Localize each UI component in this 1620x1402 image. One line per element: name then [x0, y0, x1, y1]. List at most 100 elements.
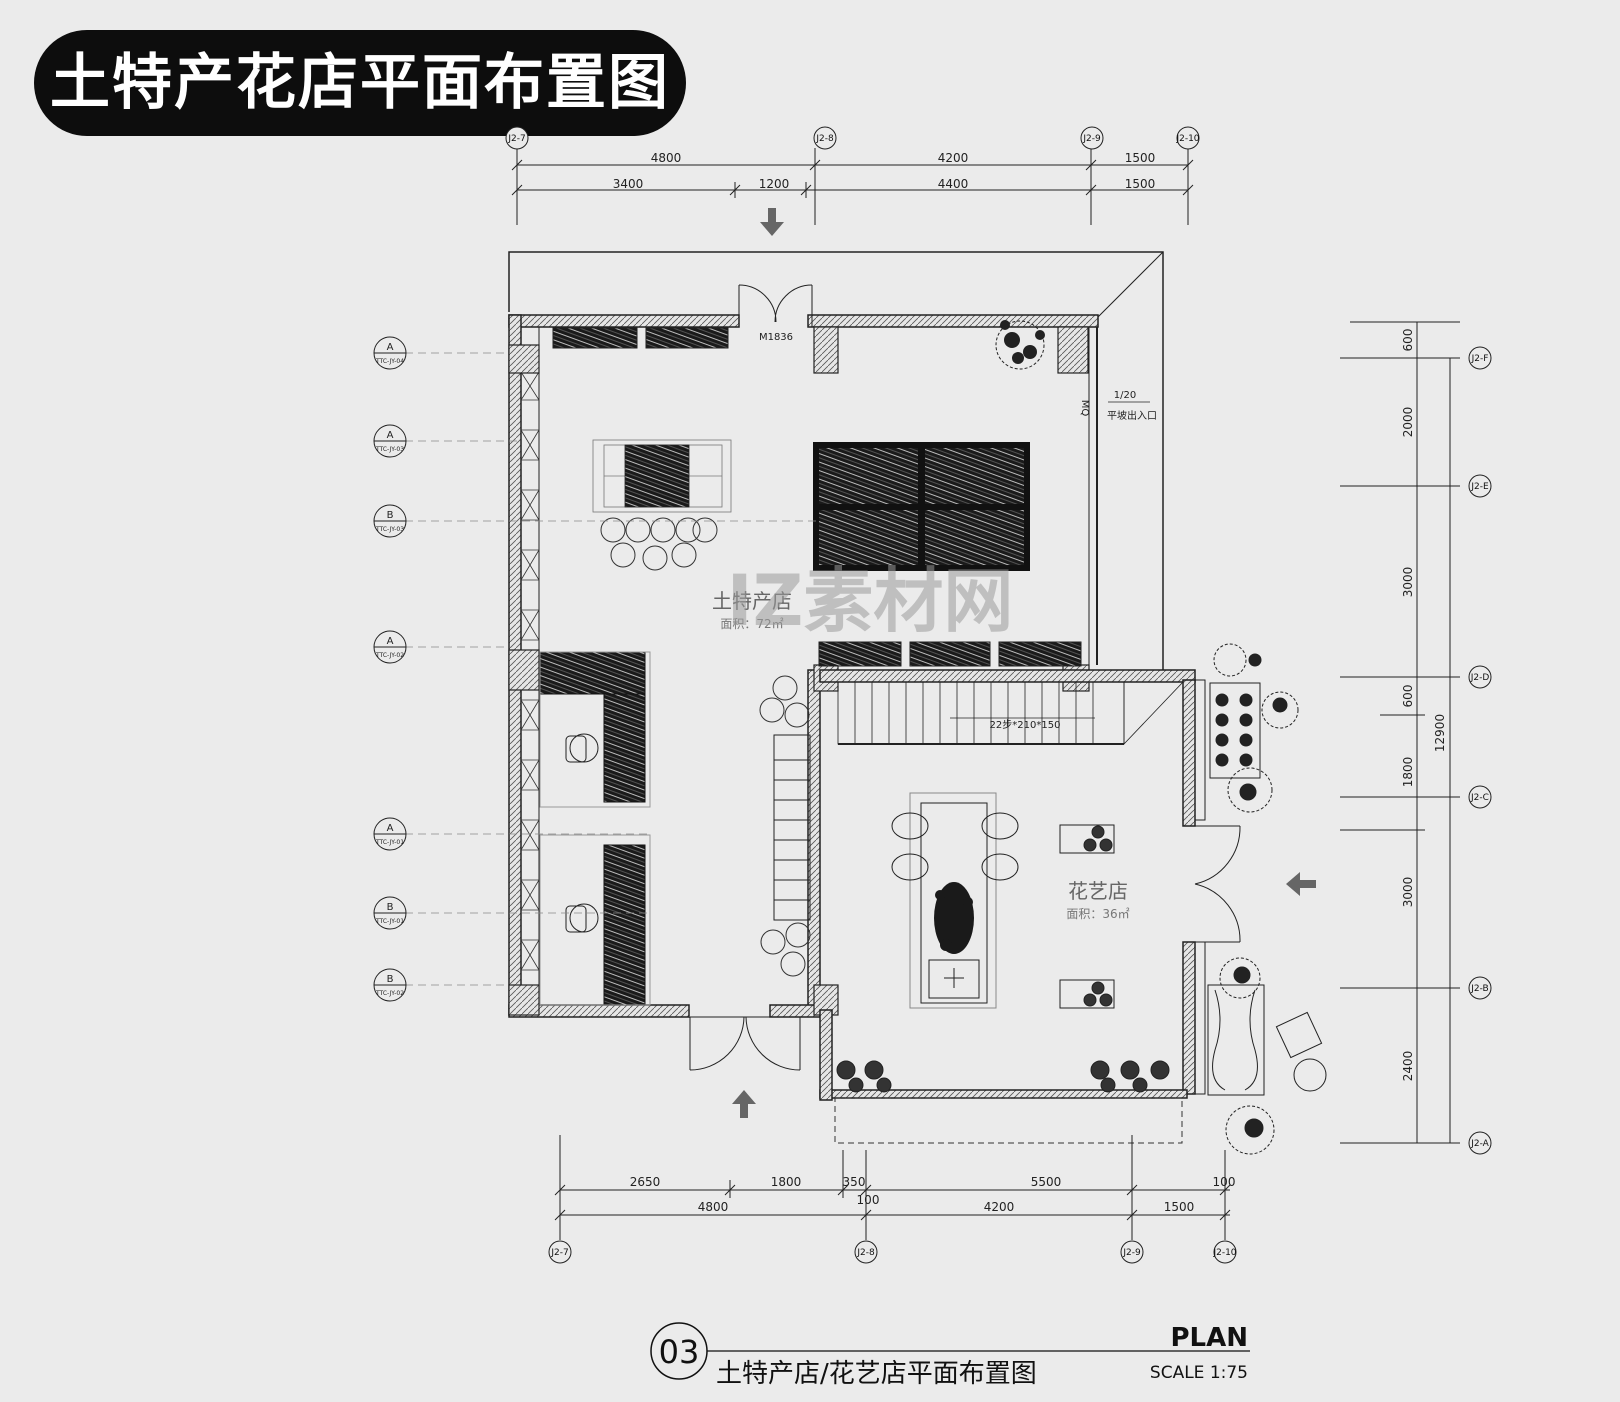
- staircase: [837, 681, 1184, 745]
- axis-right-2: J2-E: [1470, 482, 1489, 492]
- dim-right-6: 3000: [1401, 877, 1415, 908]
- arrow-up-icon: [732, 1090, 756, 1118]
- dim-bottom-7: 100: [857, 1193, 880, 1207]
- axis-bottom-2: J2-8: [856, 1248, 875, 1258]
- dim-right-2: 2000: [1401, 407, 1415, 438]
- elev-tag-2-sheet: TTC-JY-03: [375, 446, 404, 453]
- ramp-label: 平坡出入口: [1107, 409, 1157, 422]
- elev-tag-6-sheet: TTC-JY-01: [375, 918, 404, 925]
- drawing-title: 土特产店/花艺店平面布置图: [716, 1359, 1037, 1389]
- axis-top-4: J2-10: [1175, 134, 1199, 144]
- axis-right-4: J2-C: [1470, 793, 1489, 803]
- axis-right-5: J2-B: [1470, 984, 1488, 994]
- elev-tag-7-sheet: TTC-JY-02: [375, 990, 404, 997]
- dim-right-total: 12900: [1433, 714, 1447, 752]
- room-area-local-shop: 面积：72㎡: [720, 617, 783, 631]
- dim-bottom-4: 5500: [1031, 1175, 1062, 1189]
- dim-bottom-9: 1500: [1164, 1200, 1195, 1214]
- dim-bottom-5: 100: [1213, 1175, 1236, 1189]
- bottom-double-door[interactable]: [689, 1016, 801, 1071]
- elevation-tag-dividers: [374, 352, 406, 986]
- dim-top-3: 1500: [1125, 151, 1156, 165]
- left-wall-shelves: [520, 371, 540, 971]
- top-wall-displays: [552, 327, 729, 349]
- dim-top-5: 1200: [759, 177, 790, 191]
- right-dimensions: [1340, 321, 1460, 1144]
- bottom-dimensions: [554, 1135, 1231, 1240]
- top-axis-bubbles: [505, 126, 1200, 150]
- outdoor-planter-lower: [1207, 957, 1327, 1155]
- elev-tag-3-sheet: TTC-JY-03: [375, 526, 404, 533]
- top-dimensions: [511, 148, 1194, 225]
- wall-flower-shop: [819, 669, 1206, 1101]
- elev-tag-3-letter: B: [387, 510, 394, 521]
- scale-label: SCALE 1:75: [1150, 1363, 1248, 1383]
- product-rack: [773, 734, 811, 921]
- dim-bottom-1: 2650: [630, 1175, 661, 1189]
- elev-tag-2-letter: A: [387, 430, 394, 441]
- floral-worktable: [891, 792, 1019, 1009]
- elev-tag-7-letter: B: [387, 974, 394, 985]
- axis-bottom-3: J2-9: [1122, 1248, 1141, 1258]
- arrow-left-icon: [1286, 872, 1316, 896]
- main-display-tables: [813, 442, 1030, 571]
- outdoor-planter-upper: [1209, 643, 1299, 813]
- stool-group-2: [759, 675, 811, 977]
- canopy-outline: [834, 1097, 1183, 1144]
- partition-shelves: [818, 641, 1082, 667]
- door-code: M1836: [759, 332, 793, 343]
- elevation-tag-lines: [405, 352, 820, 986]
- staff-chair-2: [565, 903, 599, 933]
- elev-tag-5-sheet: TTC-JY-01: [375, 839, 404, 846]
- flower-buckets: [836, 824, 1170, 1093]
- cashier-counter: [539, 651, 651, 808]
- display-table-cluster: [592, 439, 732, 513]
- stair-spec: 22步*210*150: [990, 719, 1061, 731]
- page-title: 土特产花店平面布置图: [50, 48, 670, 118]
- axis-bottom-4: J2-10: [1212, 1248, 1236, 1258]
- dim-top-7: 1500: [1125, 177, 1156, 191]
- elev-tag-4-sheet: TTC-JY-02: [375, 652, 404, 659]
- dim-top-2: 4200: [938, 151, 969, 165]
- axis-top-2: J2-8: [815, 134, 834, 144]
- building-outline: [508, 251, 1164, 680]
- dim-bottom-8: 4200: [984, 1200, 1015, 1214]
- curtain-wall-tag: MQ: [1079, 400, 1090, 417]
- side-double-door[interactable]: [1194, 825, 1241, 943]
- title-banner: 土特产花店平面布置图: [34, 30, 686, 136]
- plan-label: PLAN: [1170, 1323, 1248, 1353]
- dim-right-5: 1800: [1401, 757, 1415, 788]
- watermark-text: IZ素材网: [727, 560, 1014, 642]
- elev-tag-4-letter: A: [387, 636, 394, 647]
- display-counter-2: [603, 844, 646, 1006]
- elev-tag-6-letter: B: [387, 902, 394, 913]
- plant-top-right: [995, 320, 1045, 370]
- right-axis-bubbles: [1468, 346, 1492, 1155]
- staff-chair-1: [565, 733, 599, 763]
- top-double-door[interactable]: [738, 284, 813, 327]
- axis-right-1: J2-F: [1471, 354, 1489, 364]
- dim-top-6: 4400: [938, 177, 969, 191]
- arrow-down-icon: [760, 208, 784, 236]
- elev-tag-1-sheet: TTC-JY-04: [375, 358, 404, 365]
- axis-right-6: J2-A: [1470, 1139, 1489, 1149]
- axis-top-1: J2-7: [507, 134, 525, 144]
- dim-bottom-2: 1800: [771, 1175, 802, 1189]
- dim-right-3: 3000: [1401, 567, 1415, 598]
- dim-top-1: 4800: [651, 151, 682, 165]
- flower-arrangement: [934, 882, 974, 954]
- dim-right-7: 2400: [1401, 1051, 1415, 1082]
- dim-top-4: 3400: [613, 177, 644, 191]
- dim-right-1: 600: [1401, 329, 1415, 352]
- axis-bottom-1: J2-7: [550, 1248, 568, 1258]
- axis-top-3: J2-9: [1082, 134, 1101, 144]
- room-name-local-shop: 土特产店: [712, 589, 792, 613]
- elev-tag-1-letter: A: [387, 342, 394, 353]
- elev-tag-5-letter: A: [387, 823, 394, 834]
- bottom-axis-bubbles: [548, 1240, 1237, 1264]
- dim-right-4: 600: [1401, 685, 1415, 708]
- drawing-number: 03: [659, 1333, 700, 1371]
- dim-bottom-3: 350: [843, 1175, 866, 1189]
